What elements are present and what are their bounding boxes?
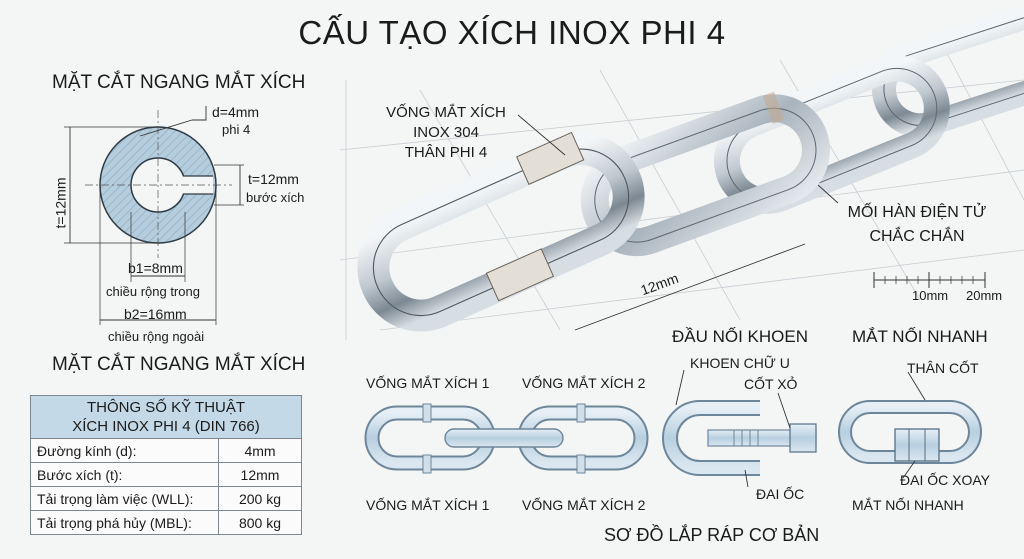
- shackle-drawing: [662, 369, 817, 488]
- spec-table: THÔNG SỐ KỸ THUẬT XÍCH INOX PHI 4 (DIN 76…: [30, 395, 302, 535]
- shackle-heading: ĐẦU NỐI KHOEN: [672, 327, 809, 346]
- row-value: 12mm: [218, 462, 302, 487]
- b2-label: b2=16mm: [124, 306, 187, 322]
- spec-table-title-1: THÔNG SỐ KỸ THUẬT: [86, 399, 246, 416]
- scale-label-20: 20mm: [966, 288, 1003, 303]
- quick-link-drawing: [838, 371, 982, 479]
- assembly-footer: SƠ ĐỒ LẮP RÁP CƠ BẢN: [604, 525, 820, 545]
- cross-section-drawing: [64, 106, 244, 325]
- scale-label-10: 10mm: [912, 288, 949, 303]
- b1-sub-label: chiều rộng trong: [106, 284, 200, 299]
- link-callout-line-1: VỐNG MẮT XÍCH: [386, 104, 506, 121]
- t-right-label: t=12mm: [248, 171, 299, 187]
- spec-section-heading: MẶT CẮT NGANG MẮT XÍCH: [52, 354, 306, 375]
- row-label: Tải trọng phá hủy (MBL):: [30, 510, 219, 535]
- spec-table-header: THÔNG SỐ KỸ THUẬT XÍCH INOX PHI 4 (DIN 76…: [30, 395, 302, 439]
- row-label: Bước xích (t):: [30, 462, 219, 487]
- assembly-bottom-label-1: VỐNG MẮT XÍCH 1: [366, 497, 490, 513]
- row-label: Đường kính (d):: [30, 438, 219, 463]
- table-row: Đường kính (d):4mm: [30, 438, 302, 463]
- t-right-sub-label: bước xích: [246, 190, 305, 205]
- spec-table-title-2: XÍCH INOX PHI 4 (DIN 766): [72, 418, 260, 435]
- shackle-u-label: KHOEN CHỮ U: [690, 355, 790, 371]
- assembly-top-label-2: VỐNG MẮT XÍCH 2: [522, 375, 646, 391]
- table-row: Tải trọng phá hủy (MBL):800 kg: [30, 510, 302, 535]
- weld-callout-line-1: MỐI HÀN ĐIỆN TỬ: [847, 204, 987, 221]
- page-title: CẤU TẠO XÍCH INOX PHI 4: [298, 14, 726, 51]
- assembly-link-pair: [364, 403, 649, 474]
- assembly-bottom-label-2: VỐNG MẮT XÍCH 2: [522, 497, 646, 513]
- link-callout: VỐNG MẮT XÍCH INOX 304 THÂN PHI 4: [376, 103, 516, 163]
- table-row: Tải trọng làm việc (WLL):200 kg: [30, 486, 302, 511]
- row-value: 800 kg: [218, 510, 302, 535]
- quick-bottom-label: MẮT NỐI NHANH: [852, 497, 964, 513]
- quick-body-label: THÂN CỐT: [907, 360, 979, 376]
- cross-section-heading: MẶT CẮT NGANG MẮT XÍCH: [52, 72, 306, 93]
- weld-callout-line-2: CHẮC CHẮN: [869, 228, 965, 245]
- table-row: Bước xích (t):12mm: [30, 462, 302, 487]
- quick-link-heading: MẮT NỐI NHANH: [852, 327, 988, 346]
- b1-label: b1=8mm: [128, 260, 183, 276]
- chain-3d-illustration: [357, 4, 1024, 332]
- weld-callout: MỐI HÀN ĐIỆN TỬ CHẮC CHẮN: [842, 201, 992, 249]
- d-label: d=4mm: [212, 104, 260, 120]
- shackle-nut-label: ĐAI ỐC: [756, 486, 805, 502]
- b2-sub-label: chiều rộng ngoài: [108, 329, 205, 344]
- row-label: Tải trọng làm việc (WLL):: [30, 486, 219, 511]
- row-value: 4mm: [218, 438, 302, 463]
- d-sub-label: phi 4: [222, 122, 251, 137]
- quick-nut-label: ĐAI ỐC XOAY: [900, 472, 990, 488]
- link-callout-line-2: INOX 304: [413, 124, 479, 141]
- t-left-label: t=12mm: [52, 177, 69, 229]
- row-value: 200 kg: [218, 486, 302, 511]
- shackle-pin-label: CỐT XỎ: [744, 376, 798, 392]
- link-callout-line-3: THÂN PHI 4: [404, 144, 488, 161]
- assembly-top-label-1: VỐNG MẮT XÍCH 1: [366, 375, 490, 391]
